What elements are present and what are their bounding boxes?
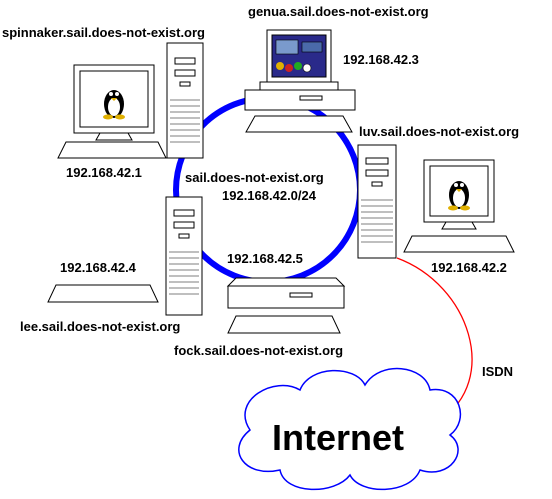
spinnaker-hostname: spinnaker.sail.does-not-exist.org (2, 25, 205, 40)
spinnaker-keyboard (57, 141, 167, 159)
fock-base (227, 285, 345, 309)
luv-keyboard (403, 235, 515, 253)
lee-hostname: lee.sail.does-not-exist.org (20, 319, 181, 334)
luv-tower (357, 144, 397, 259)
tux-penguin-icon (448, 181, 470, 211)
lee-keyboard (47, 284, 159, 303)
genua-desktop (244, 29, 356, 133)
spinnaker-workstation (57, 64, 167, 159)
fock-hostname: fock.sail.does-not-exist.org (174, 343, 344, 358)
isdn-label: ISDN (482, 364, 514, 379)
luv-hostname: luv.sail.does-not-exist.org (359, 124, 520, 139)
fock-ip: 192.168.42.5 (227, 251, 303, 266)
spinnaker-ip: 192.168.42.1 (66, 165, 142, 180)
internet-label: Internet (272, 417, 405, 458)
genua-keyboard (245, 115, 353, 133)
network-name: sail.does-not-exist.org (185, 170, 324, 185)
luv-workstation (403, 159, 515, 253)
internet-cloud (238, 368, 461, 491)
genua-ip: 192.168.42.3 (343, 52, 419, 67)
network-subnet: 192.168.42.0/24 (222, 188, 316, 203)
fock-desktop (226, 277, 346, 334)
genua-hostname: genua.sail.does-not-exist.org (248, 4, 429, 19)
luv-ip: 192.168.42.2 (431, 260, 507, 275)
tux-penguin-icon (103, 90, 125, 120)
lee-tower (165, 196, 203, 316)
lee-ip: 192.168.42.4 (60, 260, 136, 275)
spinnaker-tower (166, 42, 204, 159)
fock-keyboard (227, 315, 341, 334)
